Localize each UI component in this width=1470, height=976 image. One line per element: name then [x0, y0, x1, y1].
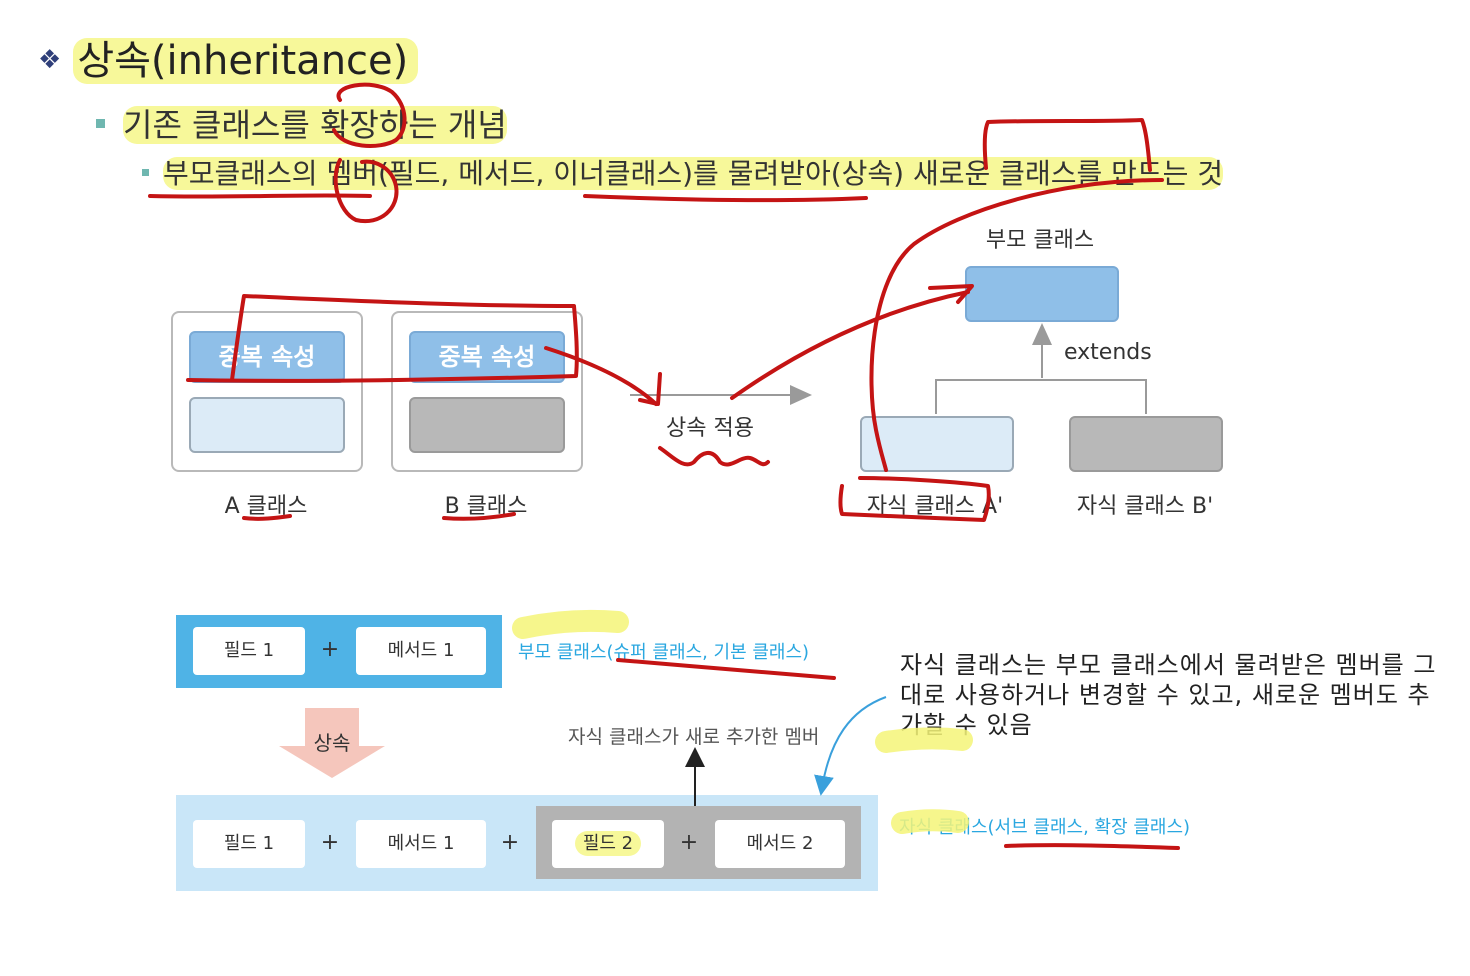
child-plus-2: + — [500, 830, 520, 855]
dup-attr-b-label: 중복 속성 — [438, 343, 536, 371]
extends-label: extends — [1064, 340, 1152, 365]
ink-box — [186, 294, 579, 383]
ink-circle — [332, 82, 407, 148]
class-b-duplicate-attribute: 중복 속성 — [409, 331, 565, 383]
parent-class-box — [965, 266, 1119, 322]
child-field-1: 필드 1 — [193, 820, 305, 868]
title-text: 상속(inheritance) — [73, 38, 419, 84]
ink-curve — [869, 178, 1164, 472]
child-b-box — [1069, 416, 1223, 472]
parent-field-1: 필드 1 — [193, 627, 305, 675]
side-note: 자식 클래스는 부모 클래스에서 물려받은 멤버를 그대로 사용하거나 변경할 … — [900, 651, 1437, 739]
bullet-concept-text: 기존 클래스를 확장하는 개념 — [123, 106, 507, 144]
class-b-own-attribute — [409, 397, 565, 453]
child-method-1: 메서드 1 — [356, 820, 486, 868]
parent-class-label: 부모 클래스 — [985, 228, 1095, 253]
child-b-label: 자식 클래스 B' — [1076, 494, 1214, 519]
square-bullet-icon — [96, 119, 105, 128]
class-a-label: A 클래스 — [224, 494, 308, 519]
class-a-duplicate-attribute: 중복 속성 — [189, 331, 345, 383]
apply-inheritance-label: 상속 적용 — [666, 416, 754, 441]
inherit-label: 상속 — [313, 731, 351, 755]
note-pointer-arrow — [814, 696, 887, 796]
child-method-2: 메서드 2 — [715, 820, 845, 868]
highlight-stroke — [875, 727, 973, 753]
ink-underline — [616, 658, 836, 680]
highlight-stroke — [891, 809, 969, 834]
ink-arrowhead — [928, 284, 974, 304]
square-bullet-icon — [142, 169, 149, 176]
extends-connector — [935, 379, 1147, 414]
inherit-arrow — [279, 708, 385, 778]
highlight-stroke — [512, 609, 629, 639]
child-plus-1: + — [320, 830, 340, 855]
child-field-2-text: 필드 2 — [574, 831, 642, 856]
child-field-2: 필드 2 — [552, 820, 664, 868]
child-class-caption-text: 자식 클래스(서브 클래스, 확장 클래스) — [899, 817, 1191, 838]
ink-underline — [1004, 843, 1180, 850]
parent-class-caption: 부모 클래스(슈퍼 클래스, 기본 클래스) — [518, 642, 810, 663]
ink-box — [838, 476, 991, 522]
parent-method-1: 메서드 1 — [356, 627, 486, 675]
ink-circle — [333, 158, 399, 224]
class-a-own-attribute — [189, 397, 345, 453]
ink-arrowhead — [638, 372, 662, 406]
child-added-note: 자식 클래스가 새로 추가한 멤버 — [568, 726, 820, 748]
ink-arrow — [730, 290, 970, 400]
ink-bracket — [982, 118, 1152, 172]
ink-underline — [242, 514, 292, 521]
red-ink-annotations — [148, 82, 1180, 850]
ink-underline — [442, 512, 516, 521]
parent-plus: + — [320, 637, 340, 662]
child-plus-3: + — [679, 830, 699, 855]
diamond-bullet-icon: ❖ — [38, 45, 62, 75]
page-title: ❖ 상속(inheritance) — [38, 28, 419, 86]
child-class-caption: 자식 클래스(서브 클래스, 확장 클래스) — [899, 813, 1190, 839]
ink-squiggle — [658, 446, 770, 467]
ink-arrow — [544, 346, 658, 406]
ink-underline — [583, 194, 868, 203]
ink-underline — [148, 193, 372, 199]
bullet-concept: 기존 클래스를 확장하는 개념 — [96, 100, 507, 146]
